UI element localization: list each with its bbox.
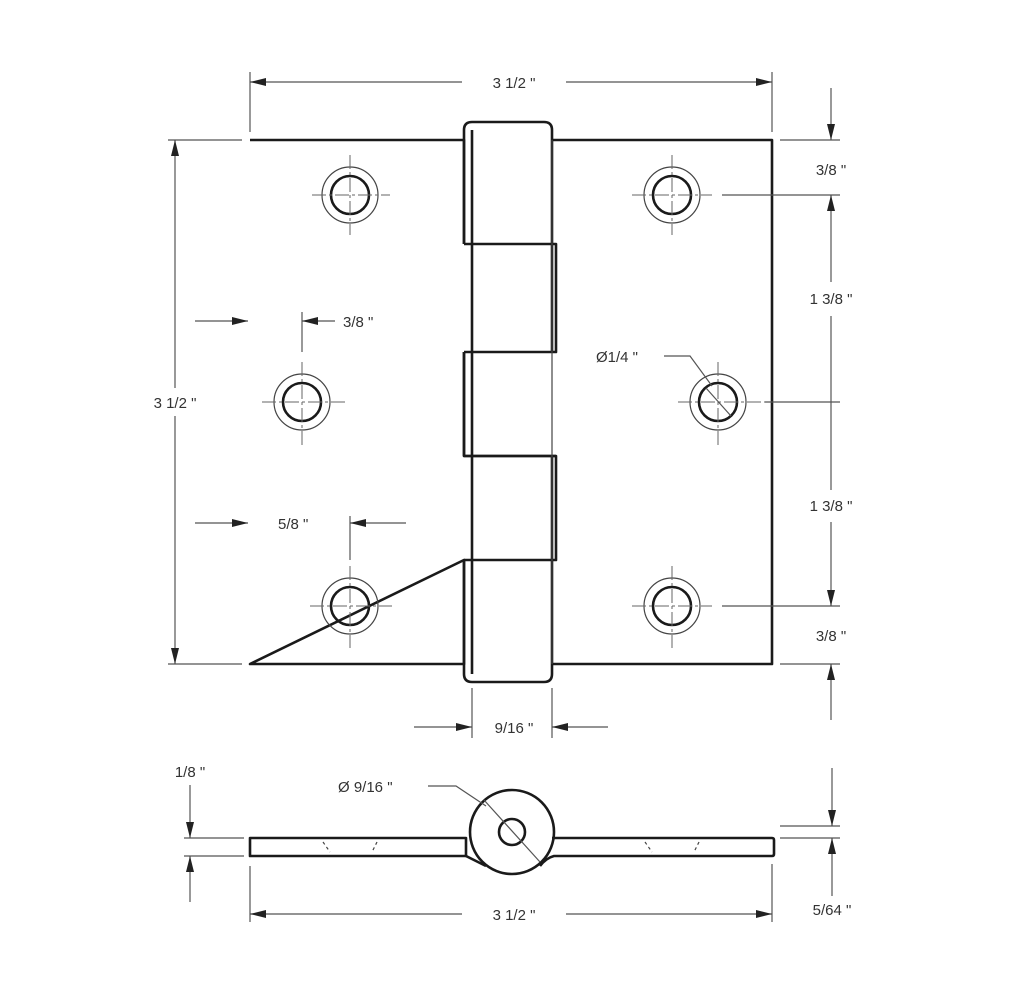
right-chain-dimensions: 3/8 " 1 3/8 " 1 3/8 " 3/8 ": [722, 88, 852, 720]
barrel: [468, 788, 556, 876]
side-left-leaf: [248, 836, 468, 858]
edge-to-hole-5-8-dimension: 5/8 ": [195, 516, 406, 560]
side-overall-width-label: 3 1/2 ": [493, 907, 536, 924]
right-dim-2-label: 1 3/8 ": [810, 291, 853, 308]
leaf-thickness-dimension: 5/64 ": [780, 768, 851, 919]
knuckle-width-label: 9/16 ": [495, 720, 534, 737]
right-leaf: [552, 138, 774, 666]
overall-height-dimension: 3 1/2 ": [154, 139, 242, 665]
right-dim-1-label: 3/8 ": [816, 162, 846, 179]
hole-diameter-callout: Ø1/4 ": [596, 349, 713, 387]
screw-hole-right-top: [632, 155, 712, 235]
right-dim-3-label: 1 3/8 ": [810, 498, 853, 515]
overall-height-label: 3 1/2 ": [154, 395, 197, 412]
screw-hole-right-bottom: [632, 566, 712, 648]
edge-to-hole-3-8-dimension: 3/8 ": [195, 312, 373, 352]
bend-marks: [322, 841, 700, 853]
screw-hole-left-bottom: [310, 566, 392, 648]
leaf-thickness-label: 5/64 ": [813, 902, 852, 919]
side-right-leaf: [538, 836, 776, 867]
thickness-dimension: 1/8 ": [175, 764, 244, 902]
overall-width-label: 3 1/2 ": [493, 75, 536, 92]
screw-hole-left-top: [312, 155, 390, 235]
screw-hole-left-middle: [262, 362, 345, 445]
side-view: Ø 9/16 " 1/8 " 5/64 ": [175, 764, 852, 924]
barrel-diameter-callout: Ø 9/16 ": [338, 779, 541, 863]
pin: [497, 817, 527, 847]
right-dim-4-label: 3/8 ": [816, 628, 846, 645]
barrel-diameter-label: Ø 9/16 ": [338, 779, 393, 796]
side-overall-width-dimension: 3 1/2 ": [249, 864, 773, 924]
hole-diameter-label: Ø1/4 ": [596, 349, 638, 366]
edge-to-hole-bottom-label: 5/8 ": [278, 516, 308, 533]
thickness-label: 1/8 ": [175, 764, 205, 781]
edge-to-hole-top-label: 3/8 ": [343, 314, 373, 331]
knuckle-width-dimension: 9/16 ": [414, 688, 608, 738]
top-view: 3 1/2 " 3 1/2 " 3/8 ": [154, 72, 852, 738]
overall-width-dimension: 3 1/2 ": [249, 72, 773, 132]
screw-hole-right-middle: [678, 362, 765, 445]
knuckles: [462, 120, 558, 684]
